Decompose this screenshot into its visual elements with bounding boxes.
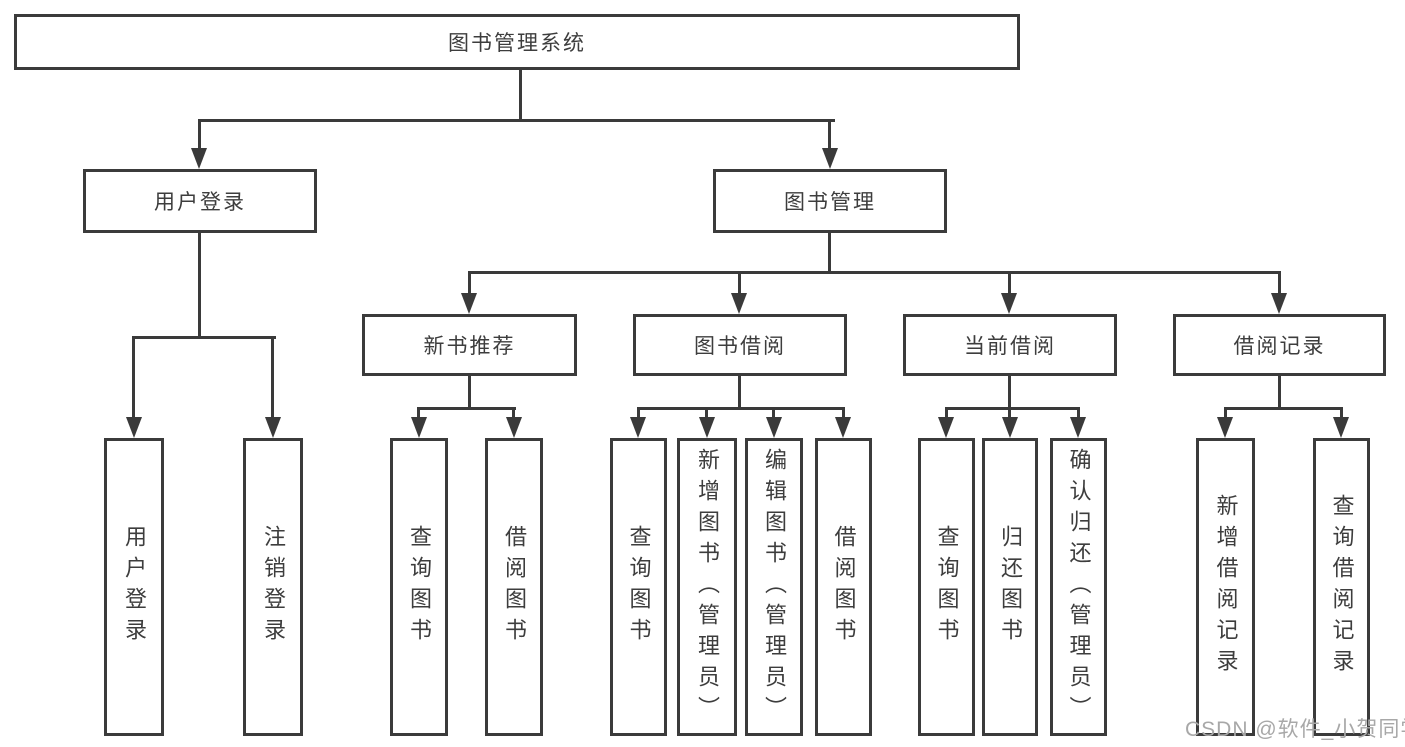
arrow-down-icon (411, 417, 427, 438)
node-borrow-records-label: 借阅记录 (1233, 335, 1326, 358)
node-new-book-recommend: 新书推荐 (362, 314, 577, 376)
arrow-down-icon (1217, 417, 1233, 438)
connector-borrow-records-bus (1224, 407, 1343, 410)
connector-drop-cb-query (945, 407, 948, 423)
node-leaf-br-add-record: 新增借阅记录 (1196, 438, 1255, 736)
node-new-book-recommend-label: 新书推荐 (423, 335, 516, 358)
node-book-borrow: 图书借阅 (633, 314, 847, 376)
arrow-down-icon (938, 417, 954, 438)
arrow-down-icon (822, 148, 838, 169)
csdn-watermark: CSDN @软件_小贺同学 (1185, 718, 1405, 741)
connector-book-borrow-stem (738, 376, 741, 409)
connector-book-borrow-bus (637, 407, 844, 410)
node-library-system: 图书管理系统 (14, 14, 1020, 70)
node-user-login-label: 用户登录 (154, 191, 246, 214)
node-leaf-logout: 注销登录 (243, 438, 303, 736)
arrow-down-icon (506, 417, 522, 438)
node-leaf-cb-return-books-label: 归还图书 (998, 525, 1023, 649)
connector-drop-cb-return (1008, 407, 1011, 423)
arrow-down-icon (1271, 293, 1287, 314)
node-leaf-cb-return-books: 归还图书 (982, 438, 1038, 736)
connector-drop-book-mgmt (828, 119, 831, 152)
arrow-down-icon (1001, 293, 1017, 314)
node-leaf-br-query-record: 查询借阅记录 (1313, 438, 1370, 736)
connector-current-borrow-bus (945, 407, 1080, 410)
node-leaf-nb-borrow-books-label: 借阅图书 (502, 525, 527, 649)
connector-drop-nb-borrow (512, 407, 515, 423)
node-book-management-label: 图书管理 (784, 191, 876, 214)
arrow-down-icon (265, 417, 281, 438)
connector-book-mgmt-stem (828, 233, 831, 274)
arrow-down-icon (126, 417, 142, 438)
node-leaf-cb-confirm-return-admin: 确认归还（管理员） (1050, 438, 1107, 736)
arrow-down-icon (461, 293, 477, 314)
node-leaf-logout-label: 注销登录 (261, 525, 286, 649)
node-leaf-bb-query-books-label: 查询图书 (626, 525, 652, 649)
node-leaf-bb-borrow-books-label: 借阅图书 (831, 525, 857, 649)
connector-new-books-bus (417, 407, 516, 410)
node-leaf-nb-query-books-label: 查询图书 (407, 525, 432, 649)
node-leaf-bb-edit-books-admin: 编辑图书（管理员） (745, 438, 803, 736)
arrow-down-icon (630, 417, 646, 438)
connector-drop-bb-query (637, 407, 640, 423)
node-leaf-cb-confirm-return-admin-label: 确认归还（管理员） (1066, 447, 1092, 727)
node-leaf-cb-query-books-label: 查询图书 (934, 525, 960, 649)
connector-drop-leaf-logout (271, 336, 274, 421)
connector-user-login-bus (132, 336, 276, 339)
connector-borrow-records-stem (1278, 376, 1281, 409)
connector-drop-bb-add (705, 407, 708, 423)
node-current-borrow: 当前借阅 (903, 314, 1117, 376)
connector-drop-book-borrow (738, 271, 741, 297)
connector-drop-br-add (1224, 407, 1227, 423)
node-book-borrow-label: 图书借阅 (694, 335, 786, 358)
connector-drop-user-login (198, 119, 201, 152)
connector-user-login-stem (198, 233, 201, 339)
node-leaf-br-query-record-label: 查询借阅记录 (1329, 494, 1355, 680)
connector-drop-current-borrow (1008, 271, 1011, 297)
node-leaf-user-login: 用户登录 (104, 438, 164, 736)
arrow-down-icon (699, 417, 715, 438)
node-leaf-br-add-record-label: 新增借阅记录 (1213, 494, 1239, 680)
node-book-management: 图书管理 (713, 169, 947, 233)
node-user-login: 用户登录 (83, 169, 317, 233)
arrow-down-icon (766, 417, 782, 438)
connector-drop-bb-edit (772, 407, 775, 423)
node-leaf-bb-edit-books-admin-label: 编辑图书（管理员） (762, 447, 787, 727)
connector-drop-cb-confirm (1077, 407, 1080, 423)
node-leaf-cb-query-books: 查询图书 (918, 438, 975, 736)
connector-drop-leaf-user-login (132, 336, 135, 421)
arrow-down-icon (1333, 417, 1349, 438)
connector-level2-bus (198, 119, 835, 122)
connector-current-borrow-stem (1008, 376, 1011, 409)
node-leaf-bb-add-books-admin-label: 新增图书（管理员） (695, 447, 720, 727)
arrow-down-icon (835, 417, 851, 438)
connector-drop-nb-query (417, 407, 420, 423)
connector-drop-new-books (468, 271, 471, 297)
arrow-down-icon (731, 293, 747, 314)
connector-drop-br-query (1340, 407, 1343, 423)
node-library-system-label: 图书管理系统 (448, 32, 586, 55)
connector-root-stem (519, 70, 522, 120)
connector-drop-bb-borrow (842, 407, 845, 423)
node-leaf-bb-query-books: 查询图书 (610, 438, 667, 736)
node-borrow-records: 借阅记录 (1173, 314, 1386, 376)
node-current-borrow-label: 当前借阅 (964, 335, 1056, 358)
node-leaf-bb-add-books-admin: 新增图书（管理员） (677, 438, 737, 736)
node-leaf-nb-borrow-books: 借阅图书 (485, 438, 543, 736)
arrow-down-icon (191, 148, 207, 169)
connector-new-books-stem (468, 376, 471, 409)
node-leaf-user-login-label: 用户登录 (122, 525, 147, 649)
node-leaf-nb-query-books: 查询图书 (390, 438, 448, 736)
arrow-down-icon (1002, 417, 1018, 438)
node-leaf-bb-borrow-books: 借阅图书 (815, 438, 872, 736)
connector-level3-bus (468, 271, 1281, 274)
connector-drop-borrow-records (1278, 271, 1281, 297)
arrow-down-icon (1070, 417, 1086, 438)
